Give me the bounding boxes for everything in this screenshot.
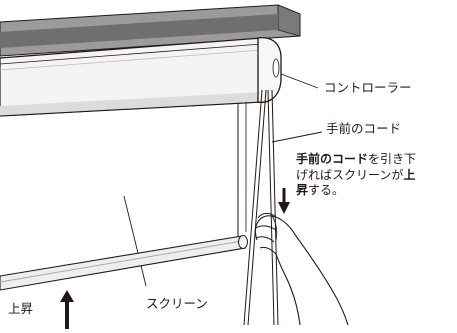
instruction-bold-up-2: 昇 [296, 183, 309, 197]
instruction-text-pull-down: を引き下 [368, 152, 417, 166]
controller-cap [257, 36, 319, 103]
instruction-line-2: げればスクリーンが上 [296, 168, 416, 184]
instruction-line-1: 手前のコードを引き下 [296, 152, 416, 168]
controller-leader-line [280, 73, 319, 89]
screen-leader-line [123, 195, 147, 287]
front-cord [267, 89, 275, 326]
instruction-text-screen: げればスクリーンが [296, 167, 404, 182]
hand-illustration [254, 212, 349, 326]
front-cord-leader-line [271, 131, 323, 143]
instruction-text: 手前のコードを引き下 げればスクリーンが上 昇する。 [296, 152, 416, 199]
bottom-bar [0, 235, 248, 291]
roller-housing [0, 37, 263, 117]
window-frame [0, 4, 301, 57]
instruction-line-3: 昇する。 [296, 183, 416, 199]
instruction-bold-front-cord: 手前のコード [296, 152, 369, 166]
instruction-bold-up-1: 上 [403, 167, 416, 182]
controller-label: コントローラー [324, 80, 412, 95]
instruction-text-ending: する。 [308, 183, 345, 197]
up-arrow [60, 290, 74, 329]
screen-label: スクリーン [146, 296, 208, 311]
up-label: 上昇 [8, 301, 34, 316]
cords [243, 89, 323, 326]
screen-fabric [0, 102, 247, 287]
front-cord-label: 手前のコード [326, 121, 402, 136]
pull-down-arrow [278, 188, 290, 214]
